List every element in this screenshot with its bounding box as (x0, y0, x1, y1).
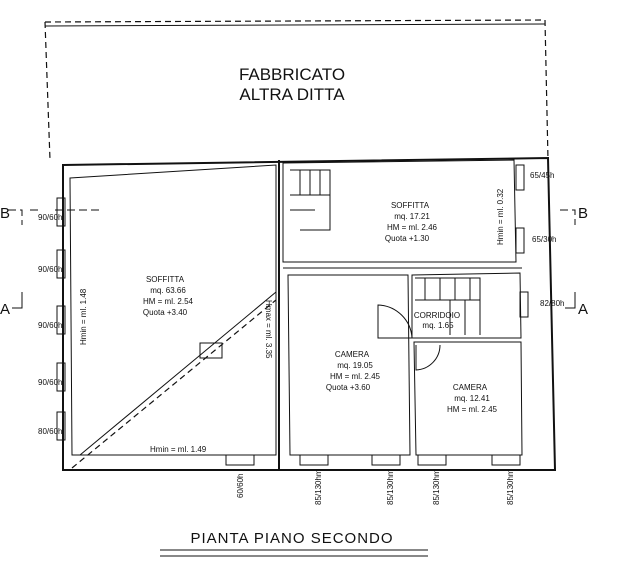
hmax: Hmax = ml. 3.35 (264, 300, 273, 359)
room-camera-2: CAMERA mq. 12.41 HM = ml. 2.45 (447, 383, 498, 414)
window-label: 85/130hm (314, 469, 323, 505)
windows-left: 90/60h 90/60h 90/60h 90/60h 80/60h (38, 197, 66, 441)
svg-text:B: B (578, 205, 588, 222)
room-name: CORRIDOIO (414, 311, 460, 320)
room-height: HM = ml. 2.45 (447, 405, 498, 414)
room-area: mq. 63.66 (150, 286, 186, 295)
windows-right: 65/45h 65/30h 82/80h (515, 164, 564, 318)
room-level: Quota +3.40 (143, 308, 188, 317)
neighbour-line1: FABBRICATO (239, 65, 345, 84)
window-label: 82/80h (540, 299, 564, 308)
window-label: 80/60h (38, 427, 62, 436)
room-name: CAMERA (335, 350, 370, 359)
room-height: HM = ml. 2.46 (387, 223, 438, 232)
room-height: HM = ml. 2.54 (143, 297, 194, 306)
window-label: 65/45h (530, 171, 554, 180)
windows-bottom: 60/60h 85/130hm 85/130hm 85/130hm 85/130… (225, 454, 521, 505)
window-label: 60/60h (236, 474, 245, 498)
room-name: SOFFITTA (146, 275, 185, 284)
neighbour-line2: ALTRA DITTA (239, 85, 345, 104)
window-label: 90/60h (38, 321, 62, 330)
hmin-bottom: Hmin = ml. 1.49 (150, 445, 207, 454)
window-label: 85/130hm (432, 469, 441, 505)
window-label: 85/130hm (506, 469, 515, 505)
room-corridoio: CORRIDOIO mq. 1.65 (414, 311, 460, 330)
window-label: 90/60h (38, 265, 62, 274)
room-area: mq. 12.41 (454, 394, 490, 403)
room-name: CAMERA (453, 383, 488, 392)
hmin-right: Hmin = ml. 0.32 (496, 188, 505, 245)
section-marker-b: B B (0, 205, 588, 225)
room-area: mq. 17.21 (394, 212, 430, 221)
svg-text:A: A (0, 301, 10, 318)
neighbour-building: FABBRICATO ALTRA DITTA (44, 19, 549, 161)
plan-title: PIANTA PIANO SECONDO (190, 530, 393, 547)
svg-text:B: B (0, 205, 10, 222)
window-label: 65/30h (532, 235, 556, 244)
window-label: 90/60h (38, 213, 62, 222)
svg-text:A: A (578, 301, 588, 318)
section-marker-a: A A (0, 292, 588, 318)
room-area: mq. 1.65 (422, 321, 454, 330)
room-area: mq. 19.05 (337, 361, 373, 370)
room-level: Quota +3.60 (326, 383, 371, 392)
room-level: Quota +1.30 (385, 234, 430, 243)
window-label: 90/60h (38, 378, 62, 387)
room-name: SOFFITTA (391, 201, 430, 210)
window-label: 85/130hm (386, 469, 395, 505)
room-height: HM = ml. 2.45 (330, 372, 381, 381)
hmin-left: Hmin = ml. 1.48 (79, 288, 88, 345)
room-camera-1: CAMERA mq. 19.05 HM = ml. 2.45 Quota +3.… (326, 350, 381, 392)
room-soffitta-2: SOFFITTA mq. 17.21 HM = ml. 2.46 Quota +… (385, 201, 438, 243)
building-walls (62, 156, 557, 471)
room-soffitta-1: SOFFITTA mq. 63.66 HM = ml. 2.54 Quota +… (143, 275, 194, 317)
